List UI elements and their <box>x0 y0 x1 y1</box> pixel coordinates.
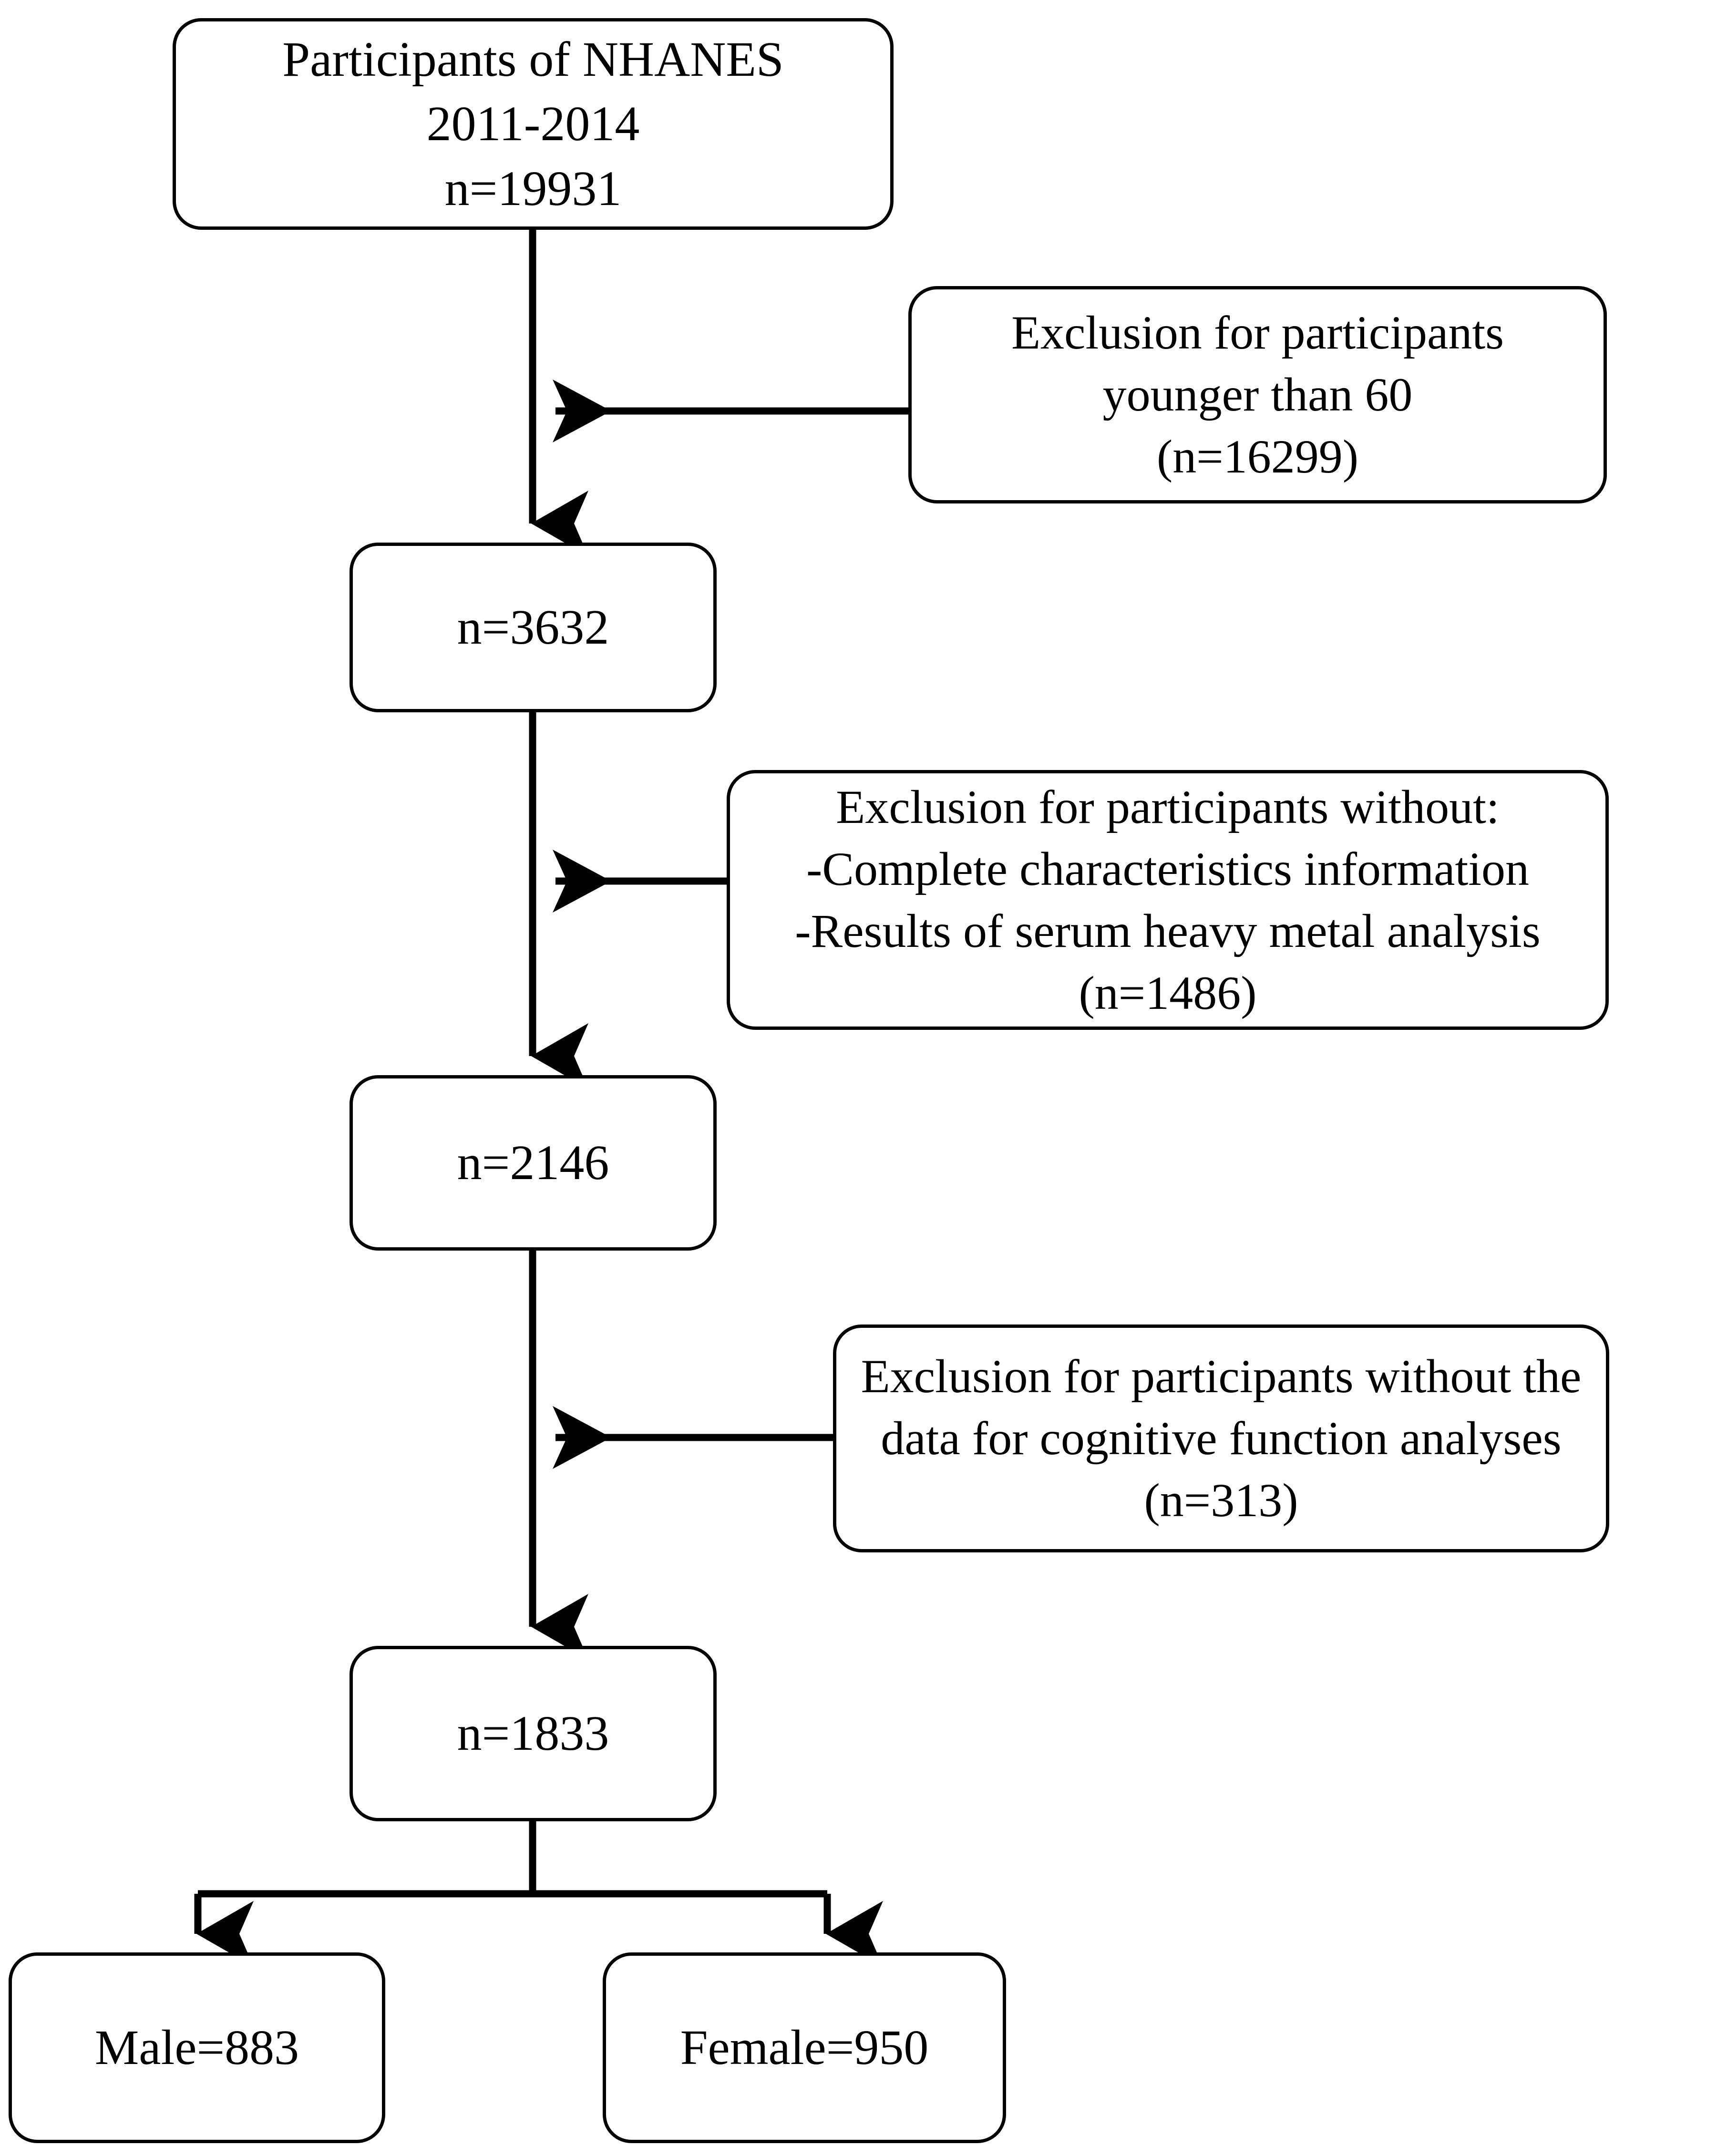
remaining-after-age-box: n=3632 <box>350 543 717 712</box>
exclusion-age-line-1: Exclusion for participants <box>1011 306 1504 359</box>
female-subgroup-box: Female=950 <box>603 1952 1006 2143</box>
remaining-after-age-count: n=3632 <box>457 600 609 655</box>
exclusion-cognitive-line-3: (n=313) <box>1144 1474 1298 1527</box>
source-population-line-1: Participants of NHANES <box>282 32 784 87</box>
final-sample-box: n=1833 <box>350 1646 717 1821</box>
final-sample-count: n=1833 <box>457 1706 609 1761</box>
exclusion-missing-data-line-1: Exclusion for participants without: <box>836 780 1500 833</box>
exclusion-missing-data-line-4: (n=1486) <box>1079 966 1257 1019</box>
exclusion-missing-data-box: Exclusion for participants without: -Com… <box>727 770 1609 1030</box>
male-subgroup-box: Male=883 <box>9 1952 385 2143</box>
exclusion-age-line-2: younger than 60 <box>1102 368 1413 421</box>
exclusion-cognitive-line-1: Exclusion for participants without the <box>861 1350 1582 1403</box>
source-population-line-2: 2011-2014 <box>426 96 640 152</box>
source-population-line-3: n=19931 <box>444 161 622 216</box>
male-subgroup-count: Male=883 <box>94 2020 299 2075</box>
exclusion-cognitive-box: Exclusion for participants without the d… <box>833 1324 1609 1552</box>
exclusion-missing-data-line-2: -Complete characteristics information <box>806 842 1530 895</box>
remaining-after-data-box: n=2146 <box>350 1075 717 1251</box>
female-subgroup-count: Female=950 <box>680 2020 929 2075</box>
exclusion-missing-data-line-3: -Results of serum heavy metal analysis <box>795 904 1541 957</box>
exclusion-age-line-3: (n=16299) <box>1157 430 1358 483</box>
exclusion-cognitive-line-2: data for cognitive function analyses <box>881 1412 1562 1465</box>
source-population-box: Participants of NHANES 2011-2014 n=19931 <box>173 18 894 230</box>
remaining-after-data-count: n=2146 <box>457 1135 609 1191</box>
exclusion-age-box: Exclusion for participants younger than … <box>908 286 1607 503</box>
